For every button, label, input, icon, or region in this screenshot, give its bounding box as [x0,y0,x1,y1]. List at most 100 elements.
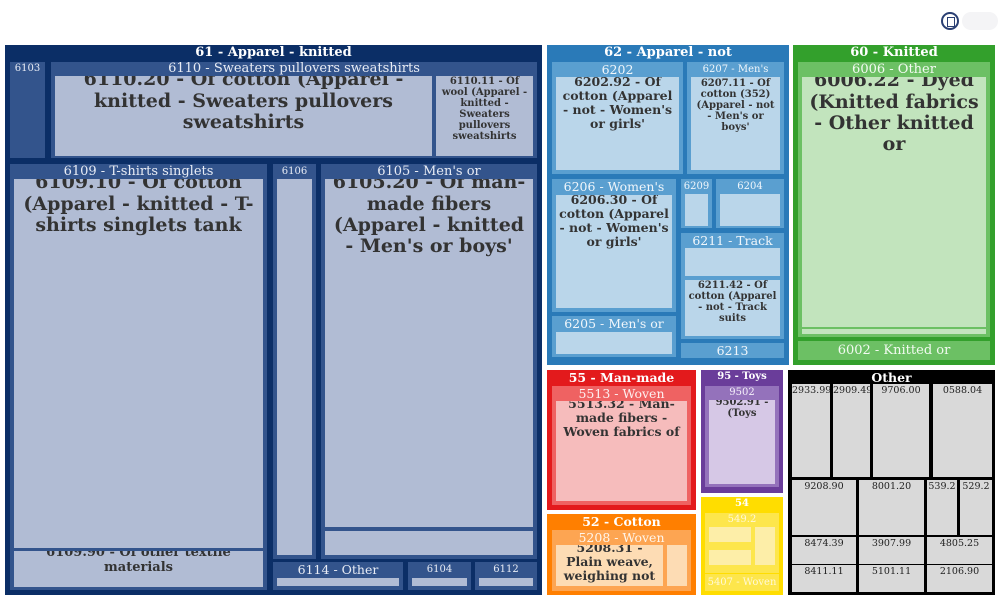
node-fill[interactable] [930,551,989,562]
node-fill[interactable] [685,194,708,226]
export-icon[interactable] [941,12,959,30]
node-label: 6213 [716,343,749,358]
treemap-node-6213[interactable]: 6213 [681,343,784,358]
node-label: 8474.39 [804,538,844,549]
node-fill[interactable] [277,179,312,555]
node-label: 8001.20 [871,481,912,492]
node-label: 6211 - Track [692,233,773,248]
treemap-node-6002[interactable]: 6002 - Knitted or [798,341,990,360]
treemap-leaf-621142[interactable]: 6211.42 - Of cotton (Apparel - not - Tra… [685,280,780,336]
node-fill[interactable]: 6202.92 - Of cotton (Apparel - not - Wom… [556,77,679,170]
node-fill[interactable] [325,531,533,555]
node-fill[interactable]: 5513.32 - Man-made fibers - Woven fabric… [556,401,687,501]
node-label: 3907.99 [871,538,912,549]
node-label: 6104 [426,564,453,575]
node-label: 5513 - Woven [578,386,665,401]
treemap-leaf-600622[interactable]: 6006.22 - Dyed (Knitted fabrics - Other … [802,77,986,327]
treemap-node-5407[interactable]: 5407 - Woven [705,574,779,591]
leaf-label: 6207.11 - Of cotton (352) (Apparel - not… [696,77,775,134]
group-title: 60 - Knitted [850,45,938,60]
group-title: Other [871,370,912,385]
node-fill[interactable] [796,398,826,475]
node-label: 549.2 [727,514,757,525]
node-fill[interactable] [720,194,780,226]
node-fill[interactable] [795,494,853,532]
treemap-node-6103[interactable]: 6103 [10,62,45,158]
node-label: 6204 [737,181,763,192]
node-fill[interactable] [795,551,853,562]
node-label: 5407 - Woven [707,577,777,588]
node-fill[interactable] [755,527,775,565]
node-label: 529.2 [962,481,990,492]
node-fill[interactable] [936,398,989,475]
node-fill[interactable] [667,545,687,586]
leaf-label: 6211.42 - Of cotton (Apparel - not - Tra… [688,280,777,325]
leaf-label: 5208.31 - Plain weave, weighing not [563,545,656,583]
treemap-leaf-610990[interactable]: 6109.90 - Of other textile materials [14,551,263,587]
node-fill[interactable] [930,494,954,532]
node-fill[interactable]: 6110.20 - Of cotton (Apparel - knitted -… [55,76,432,156]
group-title: 95 - Toys [717,371,767,382]
node-fill[interactable]: 6206.30 - Of cotton (Apparel - not - Wom… [556,195,672,308]
node-label: 6209 [683,181,710,192]
group-title: 52 - Cotton [582,514,661,529]
node-fill[interactable] [963,494,989,532]
node-fill[interactable] [876,398,926,475]
node-fill[interactable]: 5208.31 - Plain weave, weighing not [556,545,663,586]
treemap-leaf-611011[interactable]: 6110.11 - Of wool (Apparel - knitted - S… [436,76,533,156]
node-label: 6207 - Men's [702,64,769,75]
group-title: 62 - Apparel - not [604,45,732,60]
node-fill[interactable]: 6207.11 - Of cotton (352) (Apparel - not… [691,77,780,170]
node-label: 6002 - Knitted or [837,343,951,358]
node-fill[interactable] [556,332,672,354]
node-fill[interactable]: 6109.10 - Of cotton (Apparel - knitted -… [14,179,263,548]
leaf-label: 6109.90 - Of other textile materials [46,551,231,575]
leaf-label: 6110.20 - Of cotton (Apparel - knitted -… [83,76,404,133]
node-label: 6202 [601,62,634,77]
leaf-label: 6202.92 - Of cotton (Apparel - not - Wom… [562,77,673,131]
node-label: 2933.99 [792,385,830,396]
leaf-label: 6206.30 - Of cotton (Apparel - not - Wom… [559,195,669,249]
node-fill[interactable] [862,551,921,562]
node-label: 6112 [493,564,519,575]
leaf-label: 9502.91 - (Toys [715,400,769,419]
leaf-label: 5513.32 - Man-made fibers - Woven fabric… [563,401,680,439]
node-fill[interactable] [795,579,853,590]
leaf-label: 6110.11 - Of wool (Apparel - knitted - S… [441,76,528,143]
node-fill[interactable] [930,579,989,590]
node-label: 0588.04 [942,385,983,396]
node-fill[interactable] [862,579,921,590]
node-label: 6106 [281,166,308,177]
node-fill[interactable] [412,578,467,586]
node-fill[interactable]: 6105.20 - Of man-made fibers (Apparel - … [325,179,533,527]
node-label: 6206 - Women's [563,179,665,194]
node-label: 6103 [14,63,41,74]
node-fill[interactable]: 9502.91 - (Toys [709,400,775,484]
group-title: 55 - Man-made [568,370,675,385]
node-fill[interactable] [802,329,986,334]
node-label: 4805.25 [939,538,980,549]
node-fill[interactable] [709,550,751,565]
leaf-label: 6105.20 - Of man-made fibers (Apparel - … [332,179,526,258]
leaf-label: 6006.22 - Dyed (Knitted fabrics - Other … [809,77,979,156]
node-fill[interactable] [277,578,399,586]
leaf-label: 6109.10 - Of cotton (Apparel - knitted -… [23,179,254,236]
node-label: 2909.49 [833,385,870,396]
node-label: 539.2 [928,481,956,492]
node-label: 9208.90 [804,481,844,492]
node-fill[interactable] [836,398,867,475]
node-label: 5208 - Woven [578,530,665,545]
group-title: 61 - Apparel - knitted [195,45,352,60]
node-label: 8411.11 [804,566,844,577]
node-fill[interactable] [685,248,780,276]
node-fill[interactable] [862,494,921,532]
node-label: 6110 - Sweaters pullovers sweatshirts [168,62,420,76]
node-label: 5101.11 [871,566,912,577]
node-fill[interactable] [709,527,751,542]
node-label: 9502 [729,387,755,398]
node-label: 6114 - Other [297,562,379,577]
node-label: 6006 - Other [852,62,936,77]
node-label: 6105 - Men's or [377,164,481,179]
node-fill[interactable] [479,578,533,586]
node-label: 6205 - Men's or [564,316,664,331]
